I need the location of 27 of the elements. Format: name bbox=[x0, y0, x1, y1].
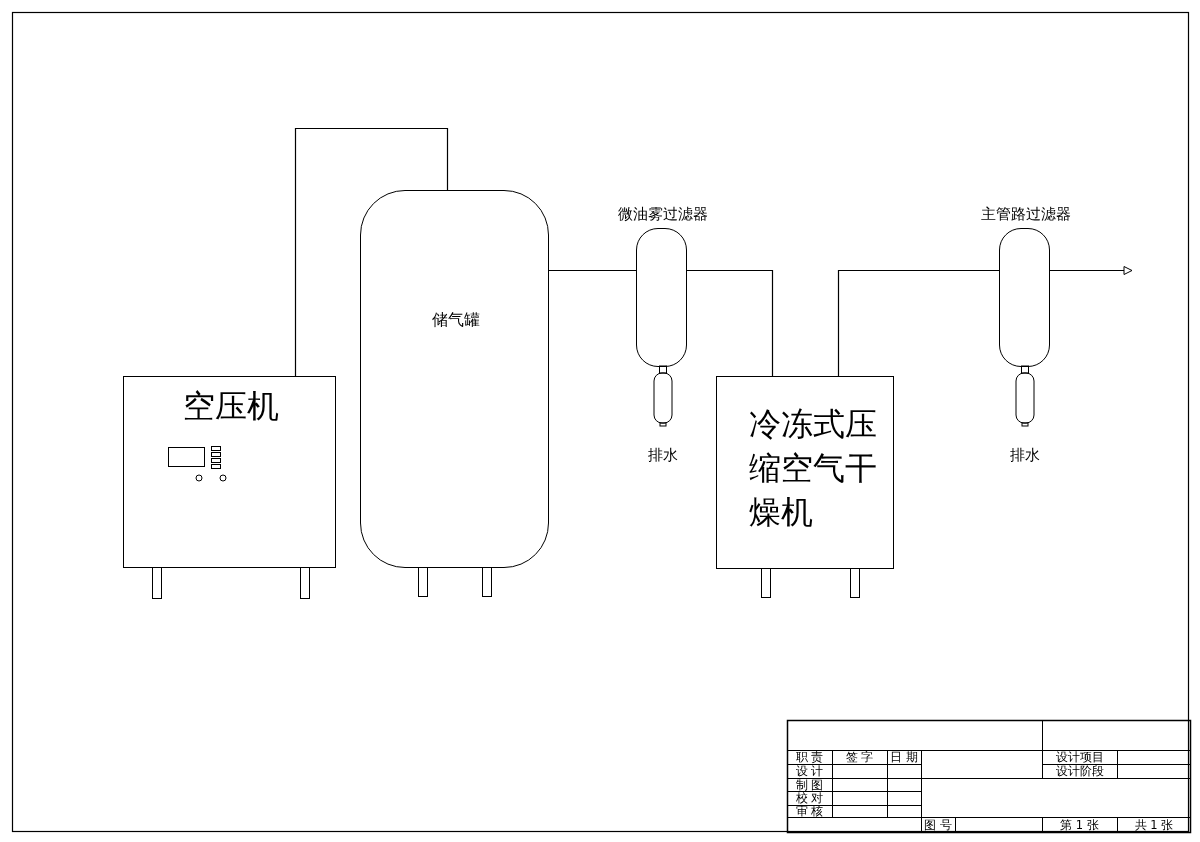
compressor-label: 空压机 bbox=[181, 386, 280, 427]
pipe-line bbox=[547, 269, 637, 272]
compressor-box bbox=[123, 376, 336, 568]
form-label: 校 对 bbox=[794, 792, 825, 805]
form-label: 设 计 bbox=[794, 765, 825, 778]
form-label: 日 期 bbox=[889, 751, 919, 764]
dryer-box bbox=[716, 376, 894, 569]
form-label: 审 核 bbox=[794, 805, 825, 818]
tank-label: 储气罐 bbox=[430, 309, 481, 331]
pipe-line bbox=[294, 127, 449, 377]
form-label: 设计阶段 bbox=[1054, 765, 1105, 778]
drain-label: 排水 bbox=[647, 445, 679, 465]
form-label: 图 号 bbox=[923, 819, 953, 832]
drain-label: 排水 bbox=[1009, 445, 1041, 465]
form-label: 制 图 bbox=[794, 778, 825, 792]
dryer-label: 冷冻式压缩空气干燥机 bbox=[749, 404, 878, 533]
pipe-line bbox=[1048, 266, 1133, 275]
pipe-line bbox=[685, 269, 774, 377]
filter-label: 微油雾过滤器 bbox=[616, 204, 709, 224]
form-label: 职 责 bbox=[794, 751, 825, 764]
pipe-line bbox=[837, 269, 1000, 377]
form-label: 第 1 张 bbox=[1059, 819, 1100, 832]
form-label: 签 字 bbox=[844, 751, 875, 764]
form-label: 设计项目 bbox=[1054, 751, 1105, 764]
form-label: 共 1 张 bbox=[1133, 819, 1175, 832]
filter-label: 主管路过滤器 bbox=[979, 204, 1072, 224]
tank-shape bbox=[360, 190, 549, 568]
